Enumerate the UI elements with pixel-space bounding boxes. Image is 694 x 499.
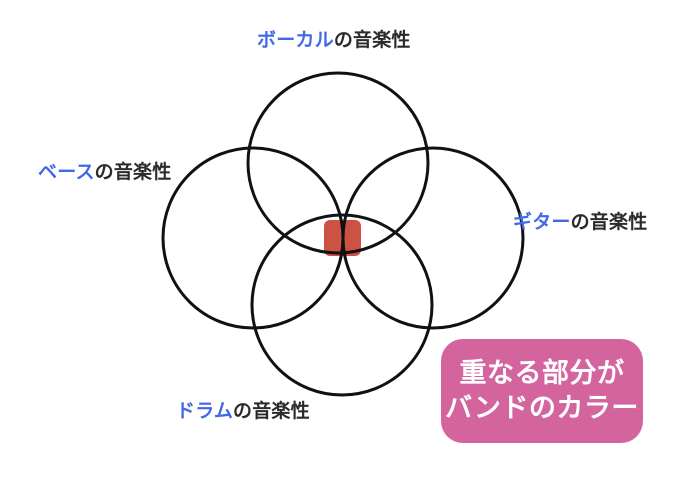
label-drums: ドラムの音楽性 bbox=[176, 402, 310, 421]
label-drums-accent: ドラム bbox=[176, 401, 234, 422]
circle-vocal bbox=[246, 71, 430, 255]
label-guitar: ギターの音楽性 bbox=[513, 213, 647, 232]
label-vocal-rest: の音楽性 bbox=[333, 30, 411, 51]
label-guitar-rest: の音楽性 bbox=[570, 212, 648, 233]
callout-badge-line-1: 重なる部分が bbox=[459, 358, 625, 389]
callout-badge: 重なる部分が バンドのカラー bbox=[441, 339, 643, 443]
label-bass: ベースの音楽性 bbox=[38, 163, 171, 182]
label-bass-accent: ベース bbox=[38, 162, 95, 183]
circle-drums bbox=[250, 213, 434, 397]
callout-badge-line-2: バンドのカラー bbox=[445, 393, 639, 423]
label-drums-rest: の音楽性 bbox=[233, 401, 310, 422]
label-bass-rest: の音楽性 bbox=[94, 162, 172, 183]
circle-guitar bbox=[341, 146, 525, 330]
label-guitar-accent: ギター bbox=[513, 212, 571, 233]
label-vocal: ボーカルの音楽性 bbox=[257, 31, 411, 50]
label-vocal-accent: ボーカル bbox=[257, 30, 334, 51]
